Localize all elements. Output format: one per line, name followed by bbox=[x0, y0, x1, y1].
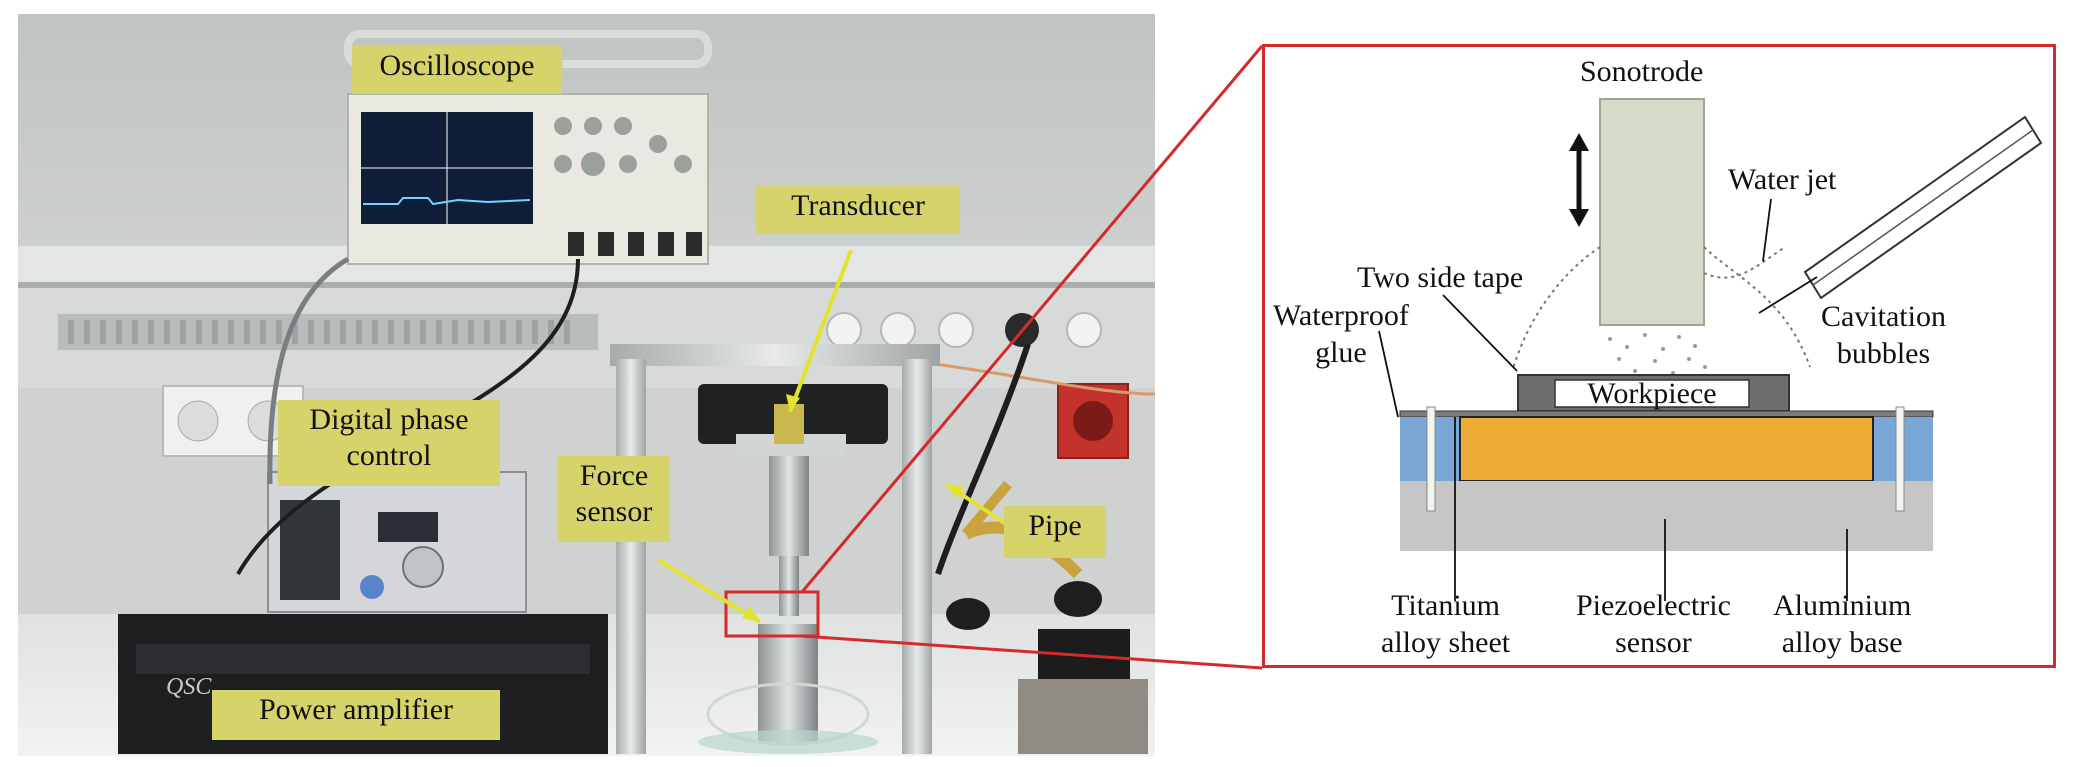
pipe-label-text: Pipe bbox=[1028, 509, 1082, 542]
titanium-alloy-sheet-label: Titanium alloy sheet bbox=[1381, 587, 1510, 661]
aluminium-base bbox=[1400, 481, 1933, 551]
aluminium-alloy-base-label: Aluminium alloy base bbox=[1773, 587, 1911, 661]
piezo-sensor bbox=[1459, 416, 1874, 482]
lab-setup-photo: QSC bbox=[18, 14, 1155, 756]
schematic-drawing bbox=[1378, 98, 2043, 601]
piezoelectric-sensor-label: Piezoelectric sensor bbox=[1576, 587, 1731, 661]
aluminium-line2: alloy base bbox=[1781, 626, 1903, 659]
workpiece-label: Workpiece bbox=[1587, 377, 1717, 410]
two-side-tape-label: Two side tape bbox=[1357, 261, 1524, 294]
waterproof-glue-line2: glue bbox=[1315, 336, 1367, 369]
power-amplifier-label: Power amplifier bbox=[212, 690, 500, 740]
cavitation-bubbles-label: Cavitation bubbles bbox=[1821, 298, 1946, 372]
digital-phase-control-line2: control bbox=[346, 439, 432, 472]
zoom-line-top bbox=[800, 45, 1264, 593]
titanium-line2: alloy sheet bbox=[1381, 626, 1511, 659]
pipe-label: Pipe bbox=[1004, 506, 1106, 558]
piezo-line2: sensor bbox=[1615, 626, 1692, 659]
sonotrode-shape bbox=[1599, 98, 1705, 326]
sonotrode-label: Sonotrode bbox=[1580, 55, 1704, 88]
piezo-line1: Piezoelectric bbox=[1576, 589, 1731, 622]
waterproof-glue-label: Waterproof glue bbox=[1273, 297, 1409, 371]
cavitation-bubbles-line2: bubbles bbox=[1836, 337, 1931, 370]
aluminium-line1: Aluminium bbox=[1773, 589, 1912, 622]
oscilloscope-label-text: Oscilloscope bbox=[379, 49, 535, 82]
waterproof-glue-line1: Waterproof bbox=[1273, 299, 1409, 332]
zoom-line-bottom bbox=[801, 634, 1263, 670]
schematic-panel: Sonotrode Water jet Two side tape Waterp… bbox=[1262, 44, 2056, 668]
water-jet-label: Water jet bbox=[1728, 163, 1837, 196]
transducer-label: Transducer bbox=[756, 186, 960, 234]
digital-phase-control-label: Digital phase control bbox=[278, 400, 500, 486]
zoom-region-marker bbox=[724, 590, 820, 638]
oscilloscope-label: Oscilloscope bbox=[352, 46, 562, 94]
force-sensor-line1: Force bbox=[579, 459, 649, 492]
force-sensor-line2: sensor bbox=[575, 495, 653, 528]
photo-illustration: QSC bbox=[18, 14, 1155, 756]
workpiece-box bbox=[1554, 379, 1750, 408]
amplifier-brand: QSC bbox=[166, 674, 212, 700]
titanium-line1: Titanium bbox=[1391, 589, 1501, 622]
digital-phase-control-line1: Digital phase bbox=[309, 403, 469, 436]
power-amplifier-label-text: Power amplifier bbox=[258, 693, 454, 726]
force-sensor-label: Force sensor bbox=[558, 456, 670, 542]
transducer-label-text: Transducer bbox=[791, 189, 925, 222]
cavitation-bubbles-line1: Cavitation bbox=[1821, 300, 1946, 333]
